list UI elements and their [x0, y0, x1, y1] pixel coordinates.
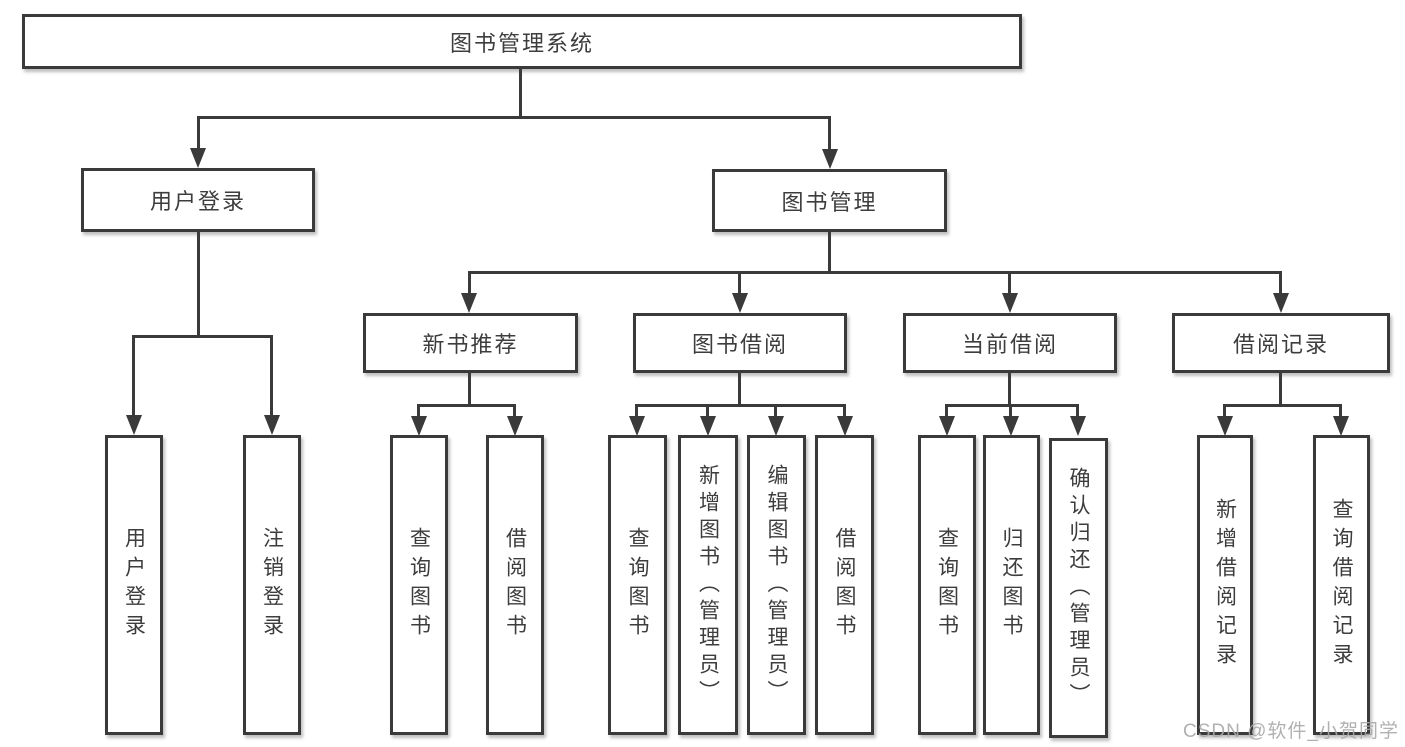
connector-branch-l3-3 — [1008, 271, 1011, 295]
leaf-bookborrow-edit: 编辑图书（管理员） — [747, 435, 806, 735]
connector-branch-bb-2 — [706, 404, 709, 417]
connector-split-level2 — [197, 116, 831, 119]
arrow-down-icon — [1003, 416, 1019, 436]
connector-bookborrow-down — [738, 373, 741, 406]
connector-branch-br-2 — [1339, 404, 1342, 417]
node-new-book-recommend: 新书推荐 — [363, 313, 578, 373]
leaf-newbook-borrow: 借阅图书 — [486, 435, 544, 735]
leaf-user-login-label: 用户登录 — [122, 527, 146, 643]
arrow-down-icon — [264, 415, 280, 435]
connector-branch-l3-2 — [738, 271, 741, 295]
node-root-label: 图书管理系统 — [449, 30, 594, 56]
arrow-down-icon — [1333, 416, 1349, 436]
node-borrow-records-label: 借阅记录 — [1232, 332, 1329, 357]
leaf-current-return-label: 归还图书 — [1000, 527, 1023, 643]
connector-branch-l3-4 — [1279, 271, 1282, 295]
connector-root-stem — [519, 69, 522, 119]
node-book-borrow: 图书借阅 — [633, 313, 847, 373]
leaf-current-return: 归还图书 — [983, 435, 1040, 735]
arrow-down-icon — [768, 416, 784, 436]
connector-split-currentborrow — [945, 404, 1079, 407]
connector-split-records — [1223, 404, 1342, 407]
connector-branch-bb-3 — [774, 404, 777, 417]
leaf-current-query: 查询图书 — [918, 435, 976, 735]
arrow-down-icon — [126, 415, 142, 435]
leaf-newbook-query: 查询图书 — [390, 435, 448, 735]
leaf-records-add-label: 新增借阅记录 — [1213, 498, 1237, 672]
connector-branch-cb-3 — [1076, 404, 1079, 417]
leaf-bookborrow-borrow: 借阅图书 — [815, 435, 874, 735]
node-user-login: 用户登录 — [81, 168, 315, 232]
leaf-bookborrow-edit-label: 编辑图书（管理员） — [765, 463, 788, 707]
connector-branch-l3-1 — [468, 271, 471, 295]
connector-branch-nb-1 — [417, 404, 420, 417]
leaf-newbook-borrow-label: 借阅图书 — [503, 527, 527, 643]
leaf-records-query-label: 查询借阅记录 — [1330, 498, 1353, 672]
node-borrow-records: 借阅记录 — [1172, 313, 1390, 373]
connector-branch-bb-4 — [843, 404, 846, 417]
connector-book-mgmt-down — [828, 232, 831, 274]
arrow-down-icon — [1217, 416, 1233, 436]
node-book-management-label: 图书管理 — [781, 189, 878, 215]
connector-split-login — [132, 335, 273, 338]
connector-branch-cb-1 — [945, 404, 948, 417]
connector-branch-login-1 — [132, 335, 135, 416]
node-book-management: 图书管理 — [712, 169, 947, 232]
arrow-down-icon — [822, 149, 838, 169]
connector-split-bookborrow — [635, 404, 846, 407]
leaf-bookborrow-add: 新增图书（管理员） — [678, 435, 738, 735]
leaf-newbook-query-label: 查询图书 — [407, 527, 431, 643]
leaf-current-confirm-return-label: 确认归还（管理员） — [1067, 466, 1090, 710]
connector-branch-login-2 — [270, 335, 273, 416]
connector-branch-cb-2 — [1009, 404, 1012, 417]
leaf-bookborrow-query-label: 查询图书 — [626, 527, 649, 643]
arrow-down-icon — [939, 416, 955, 436]
connector-stem-book-mgmt — [828, 116, 831, 151]
arrow-down-icon — [411, 416, 427, 436]
connector-branch-br-1 — [1223, 404, 1226, 417]
connector-branch-bb-1 — [635, 404, 638, 417]
node-root: 图书管理系统 — [22, 14, 1022, 69]
arrow-down-icon — [190, 148, 206, 168]
node-current-borrow: 当前借阅 — [903, 313, 1117, 373]
leaf-current-confirm-return: 确认归还（管理员） — [1049, 438, 1108, 738]
arrow-down-icon — [700, 416, 716, 436]
connector-newbook-down — [468, 373, 471, 406]
node-user-login-label: 用户登录 — [149, 189, 246, 214]
leaf-records-add: 新增借阅记录 — [1197, 435, 1253, 735]
connector-user-login-down — [197, 232, 200, 338]
arrow-down-icon — [837, 416, 853, 436]
connector-stem-user-login — [197, 116, 200, 150]
connector-split-level3 — [468, 271, 1282, 274]
leaf-current-query-label: 查询图书 — [935, 527, 959, 643]
node-book-borrow-label: 图书借阅 — [691, 332, 788, 357]
leaf-user-login: 用户登录 — [105, 435, 163, 735]
leaf-records-query: 查询借阅记录 — [1313, 435, 1370, 735]
leaf-bookborrow-borrow-label: 借阅图书 — [833, 527, 856, 643]
arrow-down-icon — [507, 416, 523, 436]
leaf-logout-label: 注销登录 — [260, 527, 284, 643]
leaf-logout: 注销登录 — [243, 435, 301, 735]
node-new-book-recommend-label: 新书推荐 — [422, 332, 519, 357]
csdn-watermark: CSDN @软件_小贺同学 — [1183, 721, 1399, 742]
connector-currentborrow-down — [1008, 373, 1011, 406]
leaf-bookborrow-query: 查询图书 — [608, 435, 667, 735]
arrow-down-icon — [1070, 416, 1086, 436]
connector-records-down — [1279, 373, 1282, 406]
arrow-down-icon — [629, 416, 645, 436]
arrow-down-icon — [1002, 293, 1018, 313]
connector-branch-nb-2 — [513, 404, 516, 417]
arrow-down-icon — [461, 293, 477, 313]
arrow-down-icon — [1273, 293, 1289, 313]
node-current-borrow-label: 当前借阅 — [961, 332, 1058, 357]
leaf-bookborrow-add-label: 新增图书（管理员） — [696, 463, 720, 707]
connector-split-newbook — [417, 404, 516, 407]
arrow-down-icon — [732, 293, 748, 313]
